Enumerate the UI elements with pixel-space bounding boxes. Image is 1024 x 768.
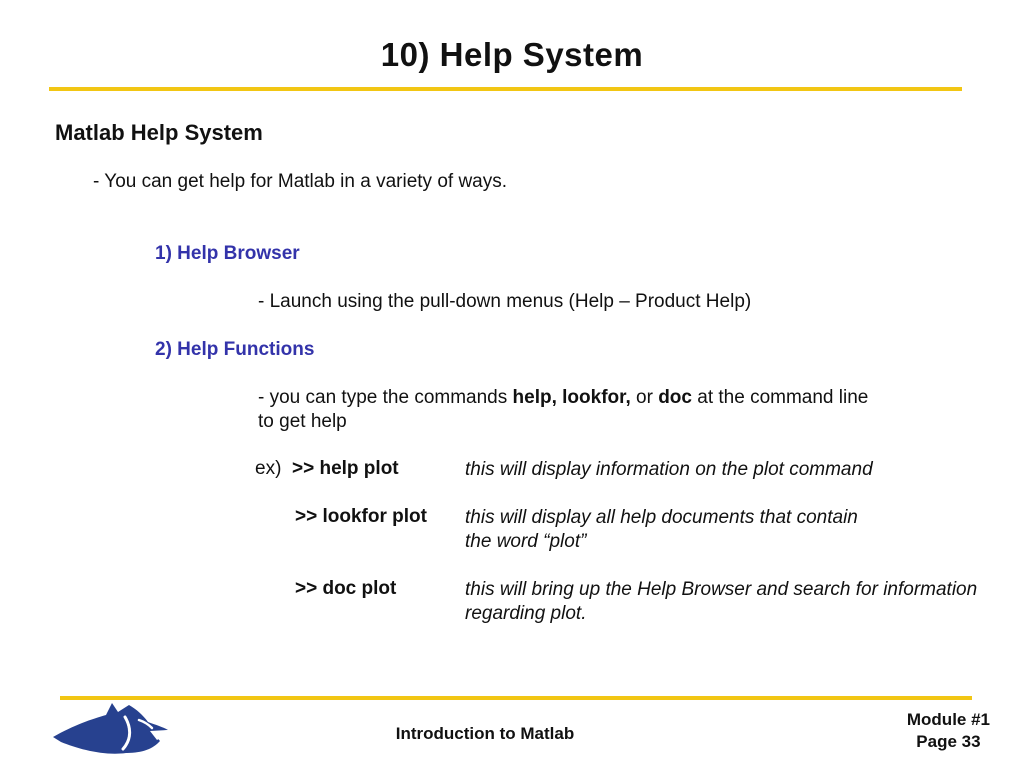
example1-command: >> help plot	[292, 458, 399, 479]
footer-divider-line	[60, 696, 972, 700]
item2-text-line2: to get help	[258, 411, 347, 432]
footer-page-label: Page 33	[916, 732, 981, 751]
item2-heading: 2) Help Functions	[155, 339, 315, 360]
page-title: 10) Help System	[380, 36, 644, 73]
footer-module-page: Module #1 Page 33	[907, 709, 990, 753]
section-heading: Matlab Help System	[55, 120, 263, 145]
example1-prefix: ex)	[255, 458, 282, 479]
item2-text-pre: - you can type the commands	[258, 387, 513, 408]
title-divider-line	[49, 87, 962, 91]
item2-text-mid: or	[630, 387, 659, 408]
example3-desc-line2: regarding plot.	[465, 603, 587, 624]
example2-desc-line2: the word “plot”	[465, 531, 587, 552]
example1-description: this will display information on the plo…	[465, 458, 873, 482]
item1-text: - Launch using the pull-down menus (Help…	[258, 291, 752, 312]
footer-module-label: Module #1	[906, 710, 990, 729]
cougar-logo-icon	[53, 703, 168, 754]
item1-heading: 1) Help Browser	[155, 243, 300, 264]
item2-text-post: at the command line	[691, 387, 869, 408]
item2-text-bold1: help, lookfor,	[512, 387, 631, 408]
example1-desc-line1: this will display information on the plo…	[465, 459, 873, 480]
item2-text-bold2: doc	[658, 387, 692, 408]
example2-command: >> lookfor plot	[295, 506, 427, 527]
example3-desc-line1: this will bring up the Help Browser and …	[465, 579, 978, 600]
example2-desc-line1: this will display all help documents tha…	[465, 507, 858, 528]
footer-course-title: Introduction to Matlab	[395, 724, 575, 743]
item2-text-line1: - you can type the commands help, lookfo…	[258, 387, 868, 409]
example2-description: this will display all help documents tha…	[465, 506, 858, 554]
example3-description: this will bring up the Help Browser and …	[465, 578, 977, 626]
intro-text: - You can get help for Matlab in a varie…	[93, 171, 508, 192]
example3-command: >> doc plot	[295, 578, 397, 599]
